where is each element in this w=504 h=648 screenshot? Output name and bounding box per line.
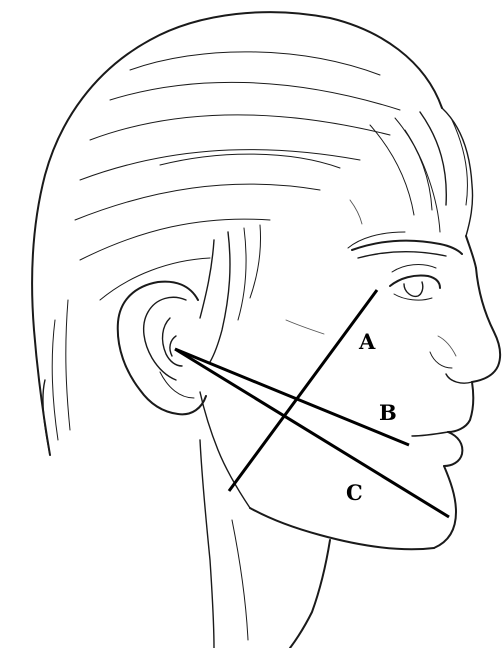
label-a: A — [358, 329, 376, 354]
face-profile — [200, 236, 500, 648]
line-c — [175, 349, 449, 517]
measurement-lines — [175, 290, 449, 517]
label-c: C — [346, 480, 363, 505]
hair — [32, 12, 472, 455]
ear — [118, 282, 206, 415]
label-b: B — [379, 400, 397, 425]
eye — [348, 232, 462, 300]
